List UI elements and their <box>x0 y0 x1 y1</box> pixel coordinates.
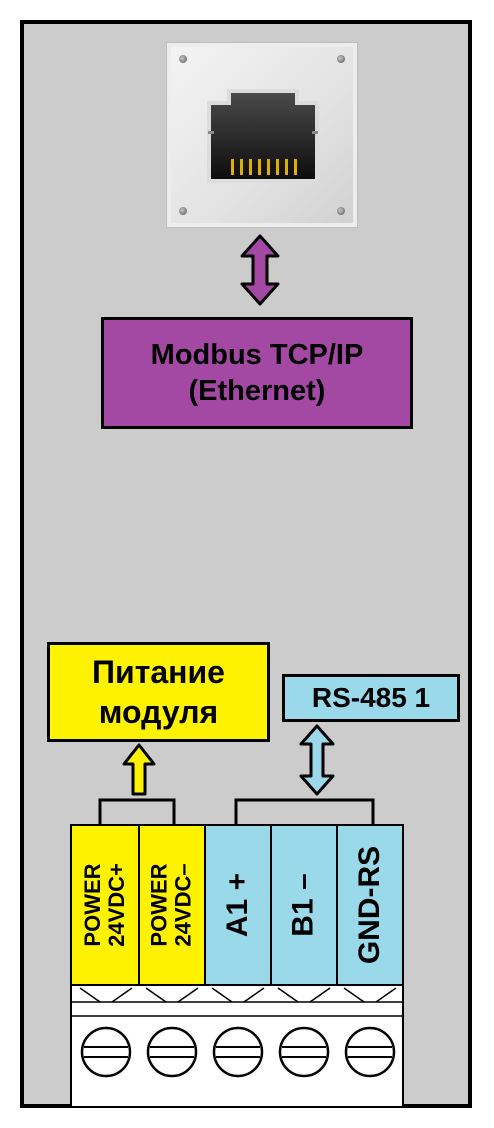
protocol-label: Modbus TCP/IP (Ethernet) <box>101 317 413 429</box>
protocol-label-line2: (Ethernet) <box>188 375 326 407</box>
power-label: Питание модуля <box>47 642 270 742</box>
terminal-label: POWER <box>80 863 105 947</box>
double-arrow-vertical-icon <box>240 234 280 311</box>
power-label-line2: модуля <box>98 694 219 730</box>
terminal-gnd-rs: GND-RS <box>336 824 404 986</box>
terminal-label: 24VDC+ <box>104 863 129 947</box>
protocol-label-line1: Modbus TCP/IP <box>150 339 364 371</box>
terminal-power-plus: POWER 24VDC+ <box>70 824 140 986</box>
rs485-label: RS-485 1 <box>282 674 460 722</box>
screw-icons <box>72 986 402 1111</box>
terminal-b1: B1 – <box>270 824 338 986</box>
screw-icon <box>179 207 187 215</box>
terminal-label: GND-RS <box>353 845 386 965</box>
connector-brackets <box>98 798 375 826</box>
terminal-label: A1 + <box>221 872 254 938</box>
screw-icon <box>179 55 187 63</box>
double-arrow-vertical-icon <box>298 724 336 801</box>
terminal-label: POWER <box>147 863 172 947</box>
ethernet-port <box>166 42 358 228</box>
power-label-line1: Питание <box>92 654 225 690</box>
arrow-up-icon <box>121 742 157 803</box>
rj45-jack-icon <box>203 83 323 187</box>
terminal-label: B1 – <box>287 873 320 937</box>
terminal-label: 24VDC– <box>171 863 196 947</box>
terminal-power-minus: POWER 24VDC– <box>138 824 206 986</box>
screw-icon <box>337 207 345 215</box>
terminal-a1: A1 + <box>204 824 272 986</box>
screw-icon <box>337 55 345 63</box>
screw-terminal-block <box>70 984 404 1108</box>
